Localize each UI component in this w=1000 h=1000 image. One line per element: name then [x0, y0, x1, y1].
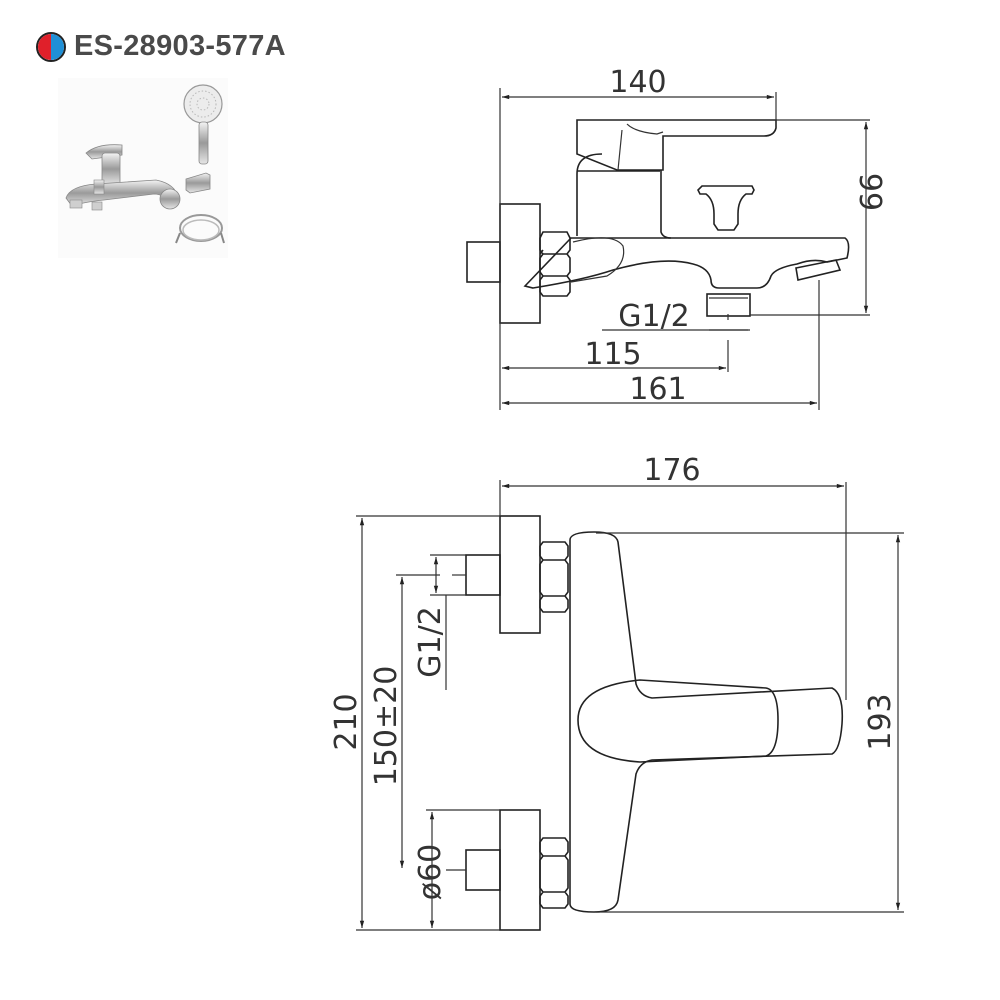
dim-140: 140 — [609, 65, 666, 100]
dim-150-20: 150±20 — [369, 666, 404, 787]
spout-inlet-curve — [570, 237, 625, 283]
wall-flange — [499, 203, 541, 324]
dim-dia-60: ø60 — [413, 844, 448, 901]
hand-shower-image — [183, 84, 223, 165]
hex-nut — [539, 231, 571, 297]
top-flange — [499, 515, 541, 634]
cold-half — [51, 33, 64, 60]
product-photo — [58, 78, 228, 258]
spout-tip — [795, 259, 842, 281]
lever-detail — [617, 123, 664, 171]
hot-cold-icon — [36, 31, 66, 62]
mixer-body — [569, 531, 844, 913]
bottom-inlet-stub — [465, 849, 501, 891]
dim-g12-side: G1/2 — [618, 299, 690, 334]
lever-handle — [577, 679, 779, 763]
spout-body — [523, 237, 850, 289]
bath-mixer-image — [65, 144, 181, 211]
dim-115: 115 — [584, 337, 641, 372]
mixer-column — [576, 153, 672, 239]
top-hex-nut — [539, 541, 569, 613]
model-code: ES-28903-577A — [74, 30, 286, 62]
dim-g12-front: G1/2 — [413, 606, 448, 678]
bottom-flange — [499, 809, 541, 931]
outlet-connector — [706, 293, 751, 317]
dim-161: 161 — [629, 372, 686, 407]
bottom-hex-nut — [539, 837, 569, 909]
inlet-stub — [466, 241, 501, 283]
dim-176: 176 — [643, 453, 700, 488]
dim-99: 99 — [852, 173, 887, 211]
shower-hose-image — [175, 214, 225, 244]
side-view: 140 99 G1/2 115 161 — [466, 65, 887, 410]
hot-half — [38, 33, 51, 60]
mixer-lever — [576, 119, 777, 171]
dim-210: 210 — [329, 693, 364, 750]
diverter-knob — [697, 185, 755, 231]
dim-193: 193 — [863, 693, 898, 750]
shower-holder-image — [185, 172, 211, 194]
top-inlet-stub — [465, 554, 501, 596]
product-header: ES-28903-577A — [36, 30, 286, 63]
front-view: 176 193 210 150±20 G1/2 ø60 — [329, 453, 904, 931]
